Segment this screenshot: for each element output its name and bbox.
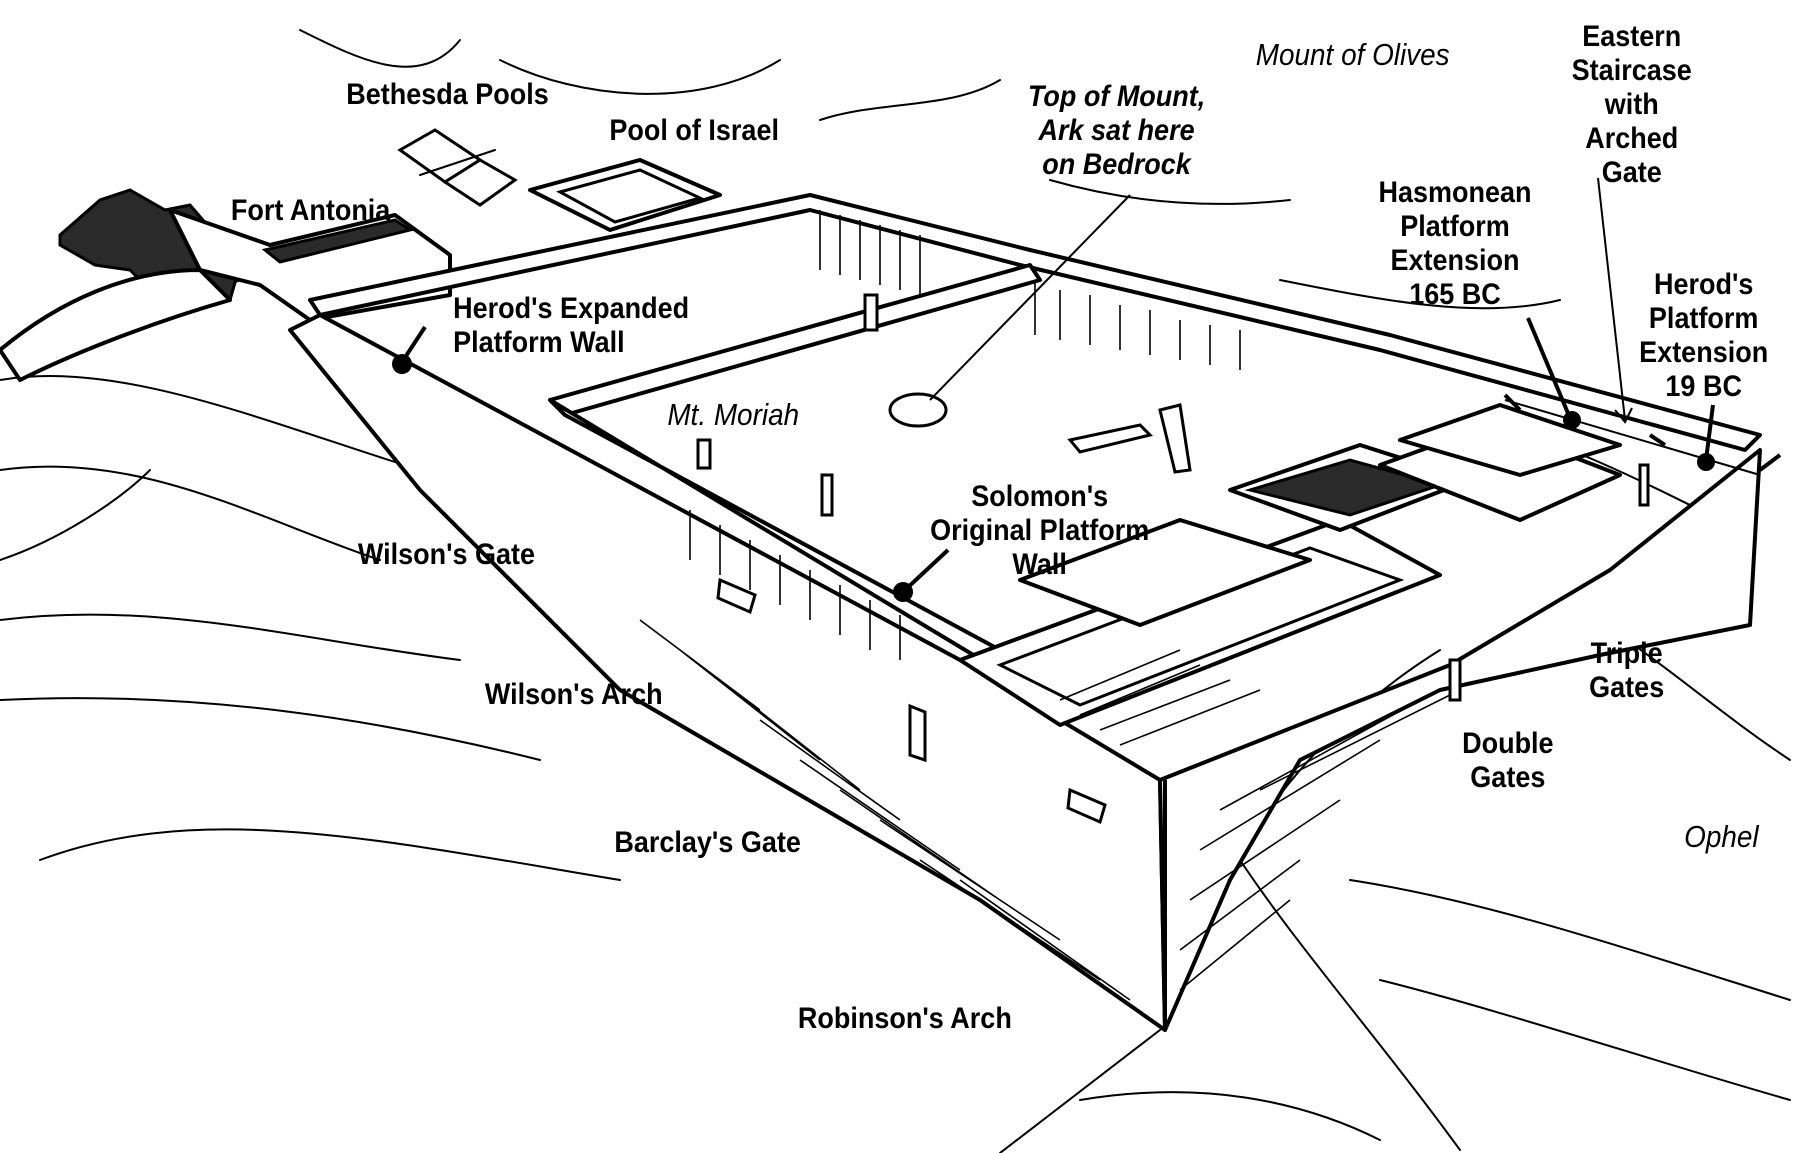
label-line: with bbox=[1604, 88, 1659, 121]
label-line: Platform Wall bbox=[453, 326, 625, 359]
label-double-gates: Double Gates bbox=[1462, 727, 1554, 795]
label-hasmonean-extension: Hasmonean Platform Extension 165 BC bbox=[1379, 176, 1532, 312]
label-line: Wall bbox=[1012, 548, 1067, 581]
label-line: Platform bbox=[1648, 302, 1759, 335]
label-robinsons-arch: Robinson's Arch bbox=[797, 1002, 1012, 1035]
bethesda-pools-structure bbox=[397, 128, 518, 207]
label-herods-expanded-wall: Herod's Expanded Platform Wall bbox=[453, 292, 689, 360]
label-bethesda-pools: Bethesda Pools bbox=[346, 78, 549, 111]
label-line: on Bedrock bbox=[1042, 148, 1191, 181]
label-solomons-original-wall: Solomon's Original Platform Wall bbox=[930, 480, 1149, 582]
label-top-of-mount: Top of Mount, Ark sat here on Bedrock bbox=[1028, 80, 1205, 182]
label-mt-moriah: Mt. Moriah bbox=[667, 397, 800, 432]
label-line: Gates bbox=[1470, 761, 1546, 794]
pool-of-israel-structure bbox=[528, 158, 722, 232]
label-line: Hasmonean bbox=[1378, 176, 1532, 209]
terrain-sketch bbox=[0, 29, 1791, 1153]
label-line: Ark sat here bbox=[1038, 114, 1195, 147]
solomons-platform bbox=[548, 210, 1241, 667]
label-line: Platform bbox=[1400, 210, 1510, 243]
label-fort-antonia: Fort Antonia bbox=[230, 194, 391, 227]
leader-lines bbox=[392, 177, 1782, 602]
label-line: Gates bbox=[1589, 671, 1665, 704]
west-wall-features bbox=[716, 577, 1107, 825]
label-line: Eastern bbox=[1582, 20, 1682, 53]
label-line: Top of Mount, bbox=[1027, 80, 1206, 113]
label-line: 19 BC bbox=[1665, 370, 1742, 403]
label-line: Staircase bbox=[1571, 54, 1692, 87]
label-barclays-gate: Barclay's Gate bbox=[614, 826, 801, 859]
label-pool-of-israel: Pool of Israel bbox=[609, 114, 779, 147]
label-line: Original Platform bbox=[930, 514, 1150, 547]
label-line: Extension bbox=[1639, 336, 1769, 369]
label-eastern-staircase: Eastern Staircase with Arched Gate bbox=[1572, 20, 1692, 190]
label-line: Herod's Expanded bbox=[453, 292, 690, 325]
label-line: Extension bbox=[1390, 244, 1520, 277]
label-line: Gate bbox=[1601, 156, 1662, 189]
label-line: 165 BC bbox=[1409, 278, 1501, 311]
label-mount-of-olives: Mount of Olives bbox=[1255, 37, 1450, 72]
label-line: Herod's bbox=[1653, 268, 1754, 301]
label-wilsons-arch: Wilson's Arch bbox=[484, 678, 663, 711]
label-herods-platform-extension: Herod's Platform Extension 19 BC bbox=[1639, 268, 1768, 404]
label-triple-gates: Triple Gates bbox=[1589, 637, 1664, 705]
label-wilsons-gate: Wilson's Gate bbox=[357, 538, 536, 571]
solomons-wall-dot bbox=[893, 582, 913, 602]
label-line: Arched bbox=[1585, 122, 1679, 155]
label-line: Solomon's bbox=[971, 480, 1109, 513]
herods-wall-dot bbox=[392, 354, 412, 374]
southern-chambers bbox=[958, 403, 1650, 746]
label-line: Triple bbox=[1590, 637, 1663, 670]
label-line: Double bbox=[1462, 727, 1554, 760]
label-ophel: Ophel bbox=[1684, 819, 1759, 854]
